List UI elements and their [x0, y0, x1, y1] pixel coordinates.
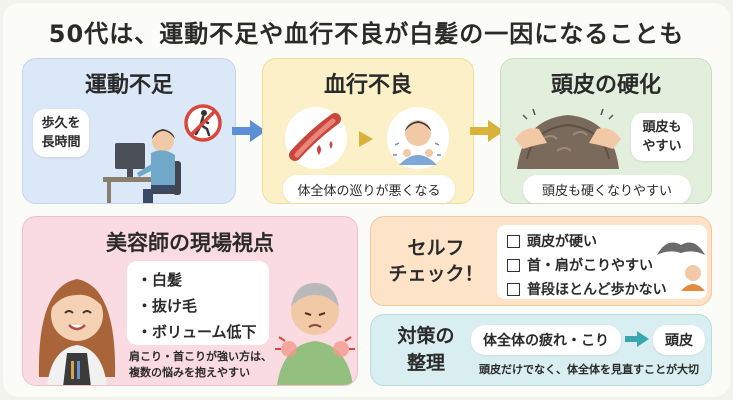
step-caption: 頭皮も硬くなりやすい — [523, 175, 691, 203]
concern-item: ・白髪 — [137, 271, 183, 289]
step-title: 運動不足 — [84, 73, 173, 98]
speech-bubble: 歩久を 長時間 — [33, 109, 89, 157]
stylist-illustration — [38, 279, 116, 385]
self-check-title: セルフ チェック！ — [388, 237, 484, 285]
concern-item: ・ボリューム低下 — [137, 323, 257, 341]
strategy-from: 体全体の疲れ・こり — [471, 325, 621, 355]
arrow-right-icon — [232, 120, 266, 142]
no-walking-icon — [184, 104, 222, 142]
cold-person-icon — [387, 107, 449, 169]
checklist-item[interactable]: 普段ほとんど歩かない — [507, 277, 697, 301]
step-lack-of-exercise: 運動不足 歩久を 長時間 — [22, 58, 236, 204]
section-title: 美容師の現場視点 — [106, 231, 274, 255]
checkbox[interactable] — [507, 282, 520, 296]
concern-item: ・抜け毛 — [137, 297, 198, 315]
step-title: 血行不良 — [323, 73, 412, 98]
checklist-card: 頭皮が硬い 首・肩がこりやすい 普段ほとんど歩かない — [497, 225, 707, 299]
arrow-right-icon — [470, 120, 504, 142]
stylist-note: 肩こり・首こりが強い方は、 複数の悩みを抱えやすい — [129, 350, 272, 379]
step-scalp-stiffening: 頭皮の硬化 頭皮も やすい 頭皮も硬くなりやすい — [500, 58, 712, 204]
page-title: 50代は、運動不足や血行不良が白髪の一因になることも — [48, 20, 685, 48]
step-poor-circulation: 血行不良 体全体の巡りが悪くなる — [262, 58, 474, 204]
step-caption: 体全体の巡りが悪くなる — [283, 175, 455, 203]
stylist-perspective: 美容師の現場視点 ・白髪 ・抜け毛 ・ボリューム低下 肩こり・首こりが強い方は、… — [22, 216, 358, 386]
speech-bubble: 頭皮も やすい — [631, 113, 693, 161]
concerns-card: ・白髪 ・抜け毛 ・ボリューム低下 — [127, 261, 269, 345]
countermeasure-title: 対策の 整理 — [397, 325, 455, 374]
countermeasure-summary: 対策の 整理 体全体の疲れ・こり 頭皮 頭皮だけでなく、体全体を見直すことが大切 — [370, 314, 712, 386]
strategy-to: 頭皮 — [653, 325, 705, 355]
stiff-shoulder-person-illustration — [275, 283, 355, 385]
strategy-note: 頭皮だけでなく、体全体を見直すことが大切 — [479, 363, 699, 376]
step-title: 頭皮の硬化 — [550, 73, 661, 98]
checkbox[interactable] — [507, 258, 520, 272]
checklist-item[interactable]: 頭皮が硬い — [507, 229, 697, 253]
checklist-item[interactable]: 首・肩がこりやすい — [507, 253, 697, 277]
self-check-illustration — [657, 242, 705, 291]
head-massage-illustration — [515, 108, 621, 169]
arrow-right-icon — [625, 331, 649, 347]
desk-worker-illustration — [103, 129, 181, 203]
blood-vessel-icon — [285, 107, 347, 169]
small-arrow-icon — [359, 131, 373, 147]
self-check: セルフ チェック！ 頭皮が硬い 首・肩がこりやすい 普段ほとんど歩かない — [370, 216, 712, 306]
checkbox[interactable] — [507, 234, 520, 248]
